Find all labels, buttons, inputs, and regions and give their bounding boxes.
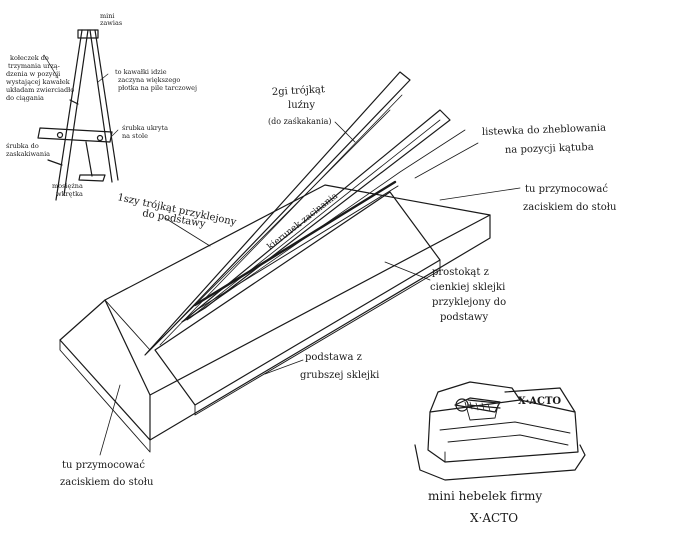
- screw-note-2: na stole: [122, 132, 148, 140]
- plane-caption-1: mini hebelek firmy: [428, 489, 542, 503]
- blade-adjust-screw-icon: [455, 398, 501, 412]
- sharpening-strip: [193, 180, 399, 310]
- strip-label-2: na pozycji kątuba: [505, 142, 594, 156]
- clamp-left-label-2: zaciskiem do stołu: [60, 477, 154, 488]
- loose-triangle-label-3: (do zaśkakania): [268, 117, 332, 126]
- clamp-right-label-1: tu przymocować: [525, 184, 608, 195]
- leader-strip: [414, 142, 479, 179]
- base-label-1: podstawa z: [305, 352, 362, 363]
- loose-triangle: [181, 109, 466, 323]
- plane-caption-2: X·ACTO: [470, 511, 518, 525]
- glued-triangle: [144, 71, 411, 356]
- mini-hinge-label-1: mini: [100, 12, 115, 20]
- jig-base: [59, 184, 491, 453]
- rectangle-label-4: podstawy: [440, 312, 488, 323]
- leader-base: [264, 359, 304, 375]
- rectangle-label-3: przyklejony do: [432, 297, 506, 308]
- rectangle-label-1: prostokąt z: [432, 267, 489, 278]
- plane-brand-mark: X·ACTO: [518, 396, 561, 407]
- glued-rectangle: [154, 191, 441, 416]
- stand-sketch: [37, 29, 119, 201]
- strip-label-1: listewka do zheblowania: [482, 123, 607, 138]
- leader-rectangle: [384, 261, 431, 281]
- screw-note-1: śrubka ukryta: [122, 124, 168, 132]
- hole-note-1: to kawałki idzie: [115, 68, 167, 76]
- clamp-left-label-1: tu przymocować: [62, 460, 145, 471]
- mini-hinge-label-2: zawias: [100, 19, 122, 27]
- hole-note-2: zaczyna większego: [118, 76, 180, 84]
- mini-plane: [414, 381, 586, 481]
- pencil-note-1: mosiężna: [52, 182, 83, 190]
- base-label-2: grubszej sklejki: [300, 370, 379, 381]
- rectangle-label-2: cienkiej sklejki: [430, 282, 505, 293]
- leader-clamp-left: [99, 384, 121, 456]
- loose-triangle-label-1: 2gi trójkąt: [272, 84, 326, 98]
- leader-loose-triangle: [334, 121, 356, 143]
- peg-note-5: układam zwierciadło: [6, 86, 74, 94]
- hole-note-3: płotka na pile tarczowej: [118, 84, 197, 92]
- clamp-right-label-2: zaciskiem do stołu: [523, 202, 617, 213]
- adjust-note-2: zaskakiwania: [6, 150, 50, 158]
- pencil-note-2: wkrętka: [56, 190, 83, 198]
- leader-glued-triangle: [164, 217, 211, 247]
- loose-triangle-label-2: luźny: [288, 100, 315, 111]
- peg-note-3: dzenia w pozycji: [6, 70, 60, 78]
- peg-note-4: wystającej kawałek: [6, 78, 70, 86]
- peg-note-1: kołeczek do: [10, 54, 49, 62]
- peg-note-6: do ciągania: [6, 94, 44, 102]
- peg-note-2: trzymania urzą-: [8, 62, 60, 70]
- adjust-note-1: śrubka do: [6, 142, 39, 150]
- leader-clamp-right: [439, 187, 521, 201]
